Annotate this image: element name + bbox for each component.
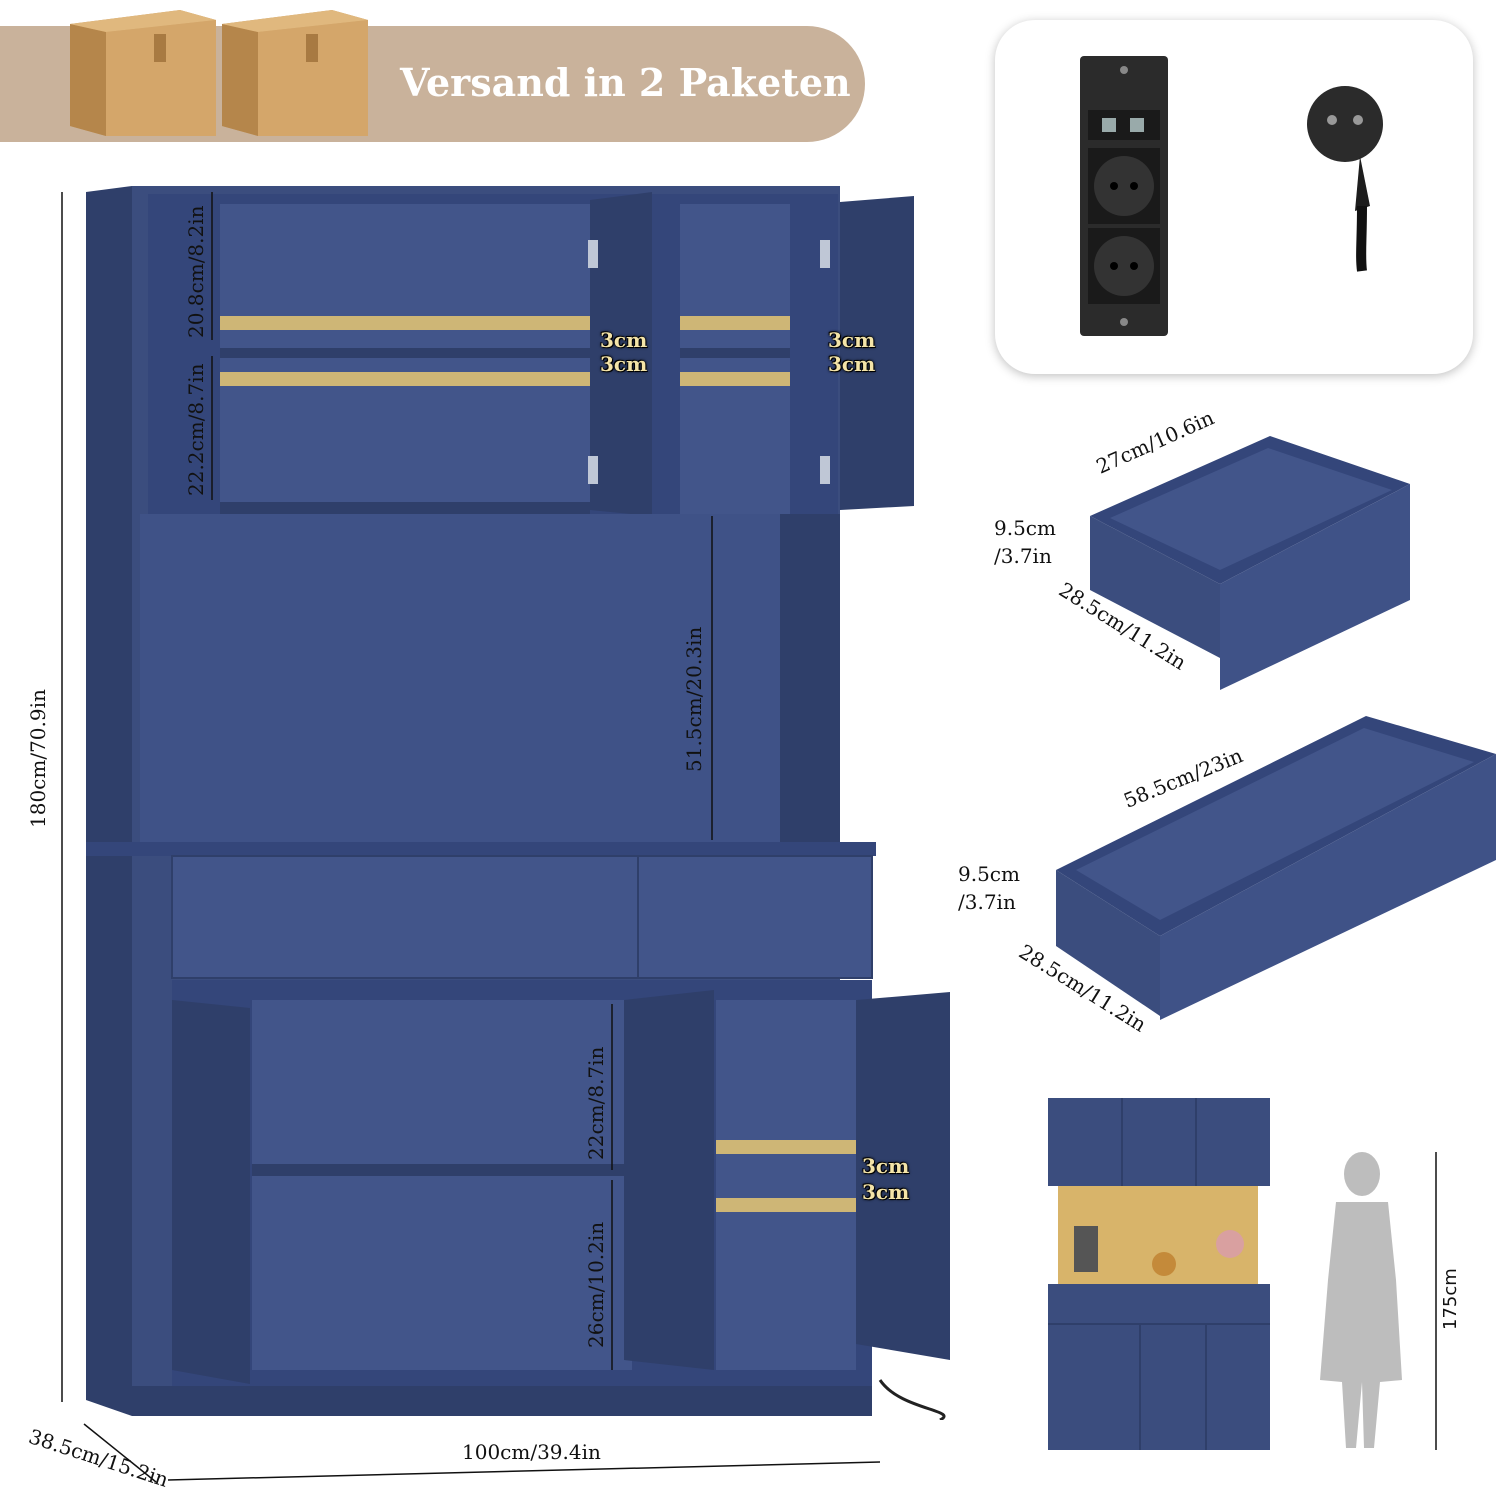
dimension-lines (61, 192, 881, 1483)
adjust-step-badge: 3cm (862, 1180, 910, 1204)
top-shelf-upper-label: 20.8cm/8.2in (184, 205, 208, 338)
adjust-step-badge: 3cm (828, 352, 876, 376)
cabinet-illustration (86, 186, 950, 1420)
power-strip-card (995, 20, 1473, 374)
adjust-step-badge: 3cm (862, 1154, 910, 1178)
width-label: 100cm/39.4in (462, 1440, 601, 1464)
adjust-step-badge: 3cm (828, 328, 876, 352)
person-height-label: 175cm (1440, 1268, 1461, 1330)
banner-text: Versand in 2 Paketen (400, 60, 851, 105)
adjust-step-badge: 3cm (600, 328, 648, 352)
large-drawer-height-in: /3.7in (958, 890, 1016, 914)
schuko-plug-icon (1307, 86, 1383, 272)
small-drawer-height: 9.5cm (994, 516, 1056, 540)
scale-cabinet-illustration (1048, 1098, 1270, 1450)
height-label: 180cm/70.9in (26, 689, 50, 828)
small-drawer-height-in: /3.7in (994, 544, 1052, 568)
power-strip-icon (1080, 56, 1168, 336)
adjust-step-badge: 3cm (600, 352, 648, 376)
top-shelf-lower-label: 22.2cm/8.7in (184, 363, 208, 496)
open-space-label: 51.5cm/20.3in (682, 626, 706, 772)
lower-lower-label: 26cm/10.2in (584, 1221, 608, 1348)
large-drawer-illustration (1056, 716, 1496, 1020)
small-drawer-illustration (1090, 436, 1410, 690)
cardboard-box-icon (70, 10, 368, 136)
large-drawer-height: 9.5cm (958, 862, 1020, 886)
person-height-arrow (1435, 1152, 1437, 1450)
lower-upper-label: 22cm/8.7in (584, 1046, 608, 1160)
woman-silhouette-icon (1320, 1152, 1402, 1448)
